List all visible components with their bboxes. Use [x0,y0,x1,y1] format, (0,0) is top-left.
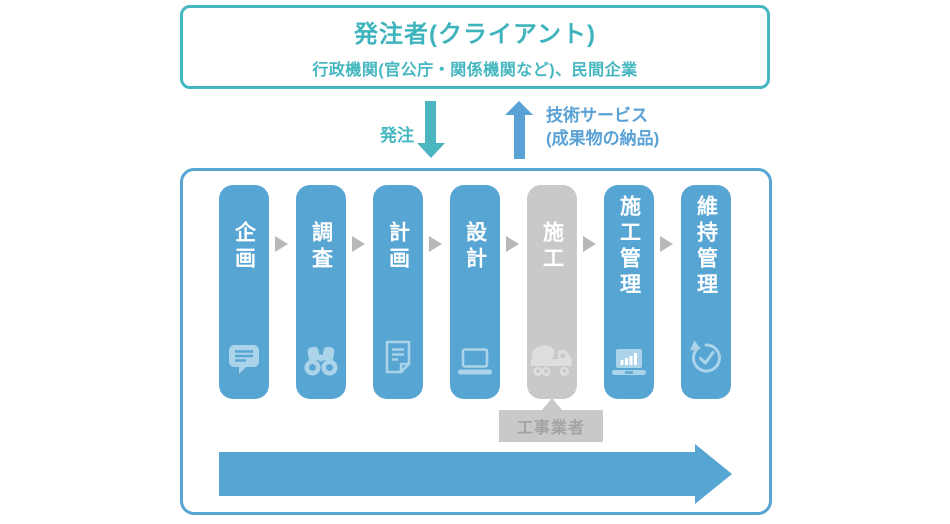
service-label-line1: 技術サービス [546,106,648,125]
laptop-chart-icon [612,349,646,375]
stage-label-area: 企画 [219,185,269,309]
order-arrow-down-head-icon [417,143,445,158]
stage-label-area: 施工 [527,185,577,309]
stage-arrow-icon [583,236,596,252]
mixer-truck-icon [531,345,572,376]
binoculars-icon [304,346,338,376]
stage-arrow-icon [660,236,673,252]
process-flow-arrow-head-icon [695,444,732,504]
stage-arrow-icon [352,236,365,252]
client-title: 発注者(クライアント) [353,21,597,48]
stage-arrow-icon [506,236,519,252]
contractor-box: 工事業者 [499,410,603,442]
service-label: 技術サービス (成果物の納品) [546,104,659,150]
stage-label: 施工 [540,221,564,273]
stage-construction: 施工 [527,185,577,399]
stage-arrow-icon [429,236,442,252]
clock-history-icon [690,340,721,373]
stage-label: 調査 [309,221,333,273]
speech-bubble-icon [229,345,259,374]
service-arrow-up-icon [514,115,525,159]
stage-label: 施工管理 [617,195,641,299]
document-icon [385,340,411,374]
contractor-label: 工事業者 [516,420,585,437]
laptop-icon [458,348,492,375]
client-subtitle: 行政機関(官公庁・関係機関など)、民間企業 [312,62,638,79]
service-label-line2: (成果物の納品) [546,129,660,148]
stage-plan: 計画 [373,185,423,399]
service-arrow-up-head-icon [505,101,533,115]
order-arrow-down-icon [425,101,436,143]
stage-label-area: 維持管理 [681,185,731,309]
stage-label: 設計 [463,221,487,273]
stage-maintenance: 維持管理 [681,185,731,399]
stage-survey: 調査 [296,185,346,399]
order-label: 発注 [380,126,414,145]
stage-arrow-icon [275,236,288,252]
stage-planning: 企画 [219,185,269,399]
stage-label: 計画 [386,221,410,273]
stage-label-area: 調査 [296,185,346,309]
stage-label: 維持管理 [694,195,718,299]
client-box: 発注者(クライアント) 行政機関(官公庁・関係機関など)、民間企業 [180,5,770,89]
stage-construction-management: 施工管理 [604,185,654,399]
stage-label-area: 計画 [373,185,423,309]
stage-label-area: 施工管理 [604,185,654,309]
process-flow-arrow [219,452,695,496]
stage-design: 設計 [450,185,500,399]
stage-label-area: 設計 [450,185,500,309]
contractor-pointer-icon [541,398,563,411]
stage-label: 企画 [232,221,256,273]
